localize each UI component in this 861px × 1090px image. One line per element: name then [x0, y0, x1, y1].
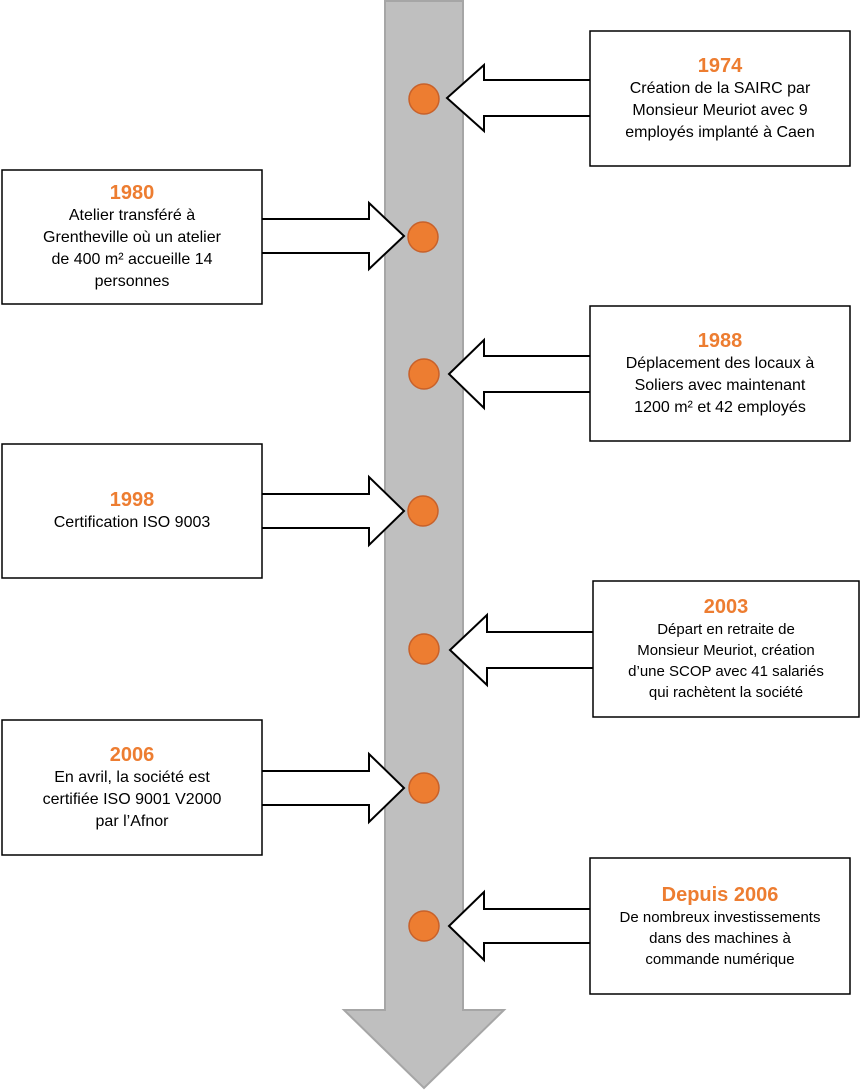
connector-arrow-1998 — [262, 474, 406, 548]
event-box-2006 — [1, 719, 263, 856]
event-description: Création de la SAIRC par Monsieur Meurio… — [625, 79, 815, 141]
event-1980: 1980 Atelier transféré à Grentheville où… — [2, 170, 262, 304]
event-year: Depuis 2006 — [661, 883, 779, 906]
connector-arrow-1980 — [262, 200, 406, 272]
event-year: 1988 — [697, 329, 743, 352]
event-description: Atelier transféré à Grentheville où un a… — [43, 207, 221, 290]
event-year: 2006 — [109, 743, 155, 766]
event-year: 1980 — [109, 182, 155, 204]
connector-arrow-depuis-2006 — [447, 889, 590, 963]
connector-arrow-2003 — [448, 612, 593, 688]
event-description: En avril, la société est certifiée ISO 9… — [42, 768, 222, 830]
timeline-dot-1988 — [408, 358, 440, 390]
event-description: Départ en retraite de Monsieur Meuriot, … — [628, 621, 824, 701]
connector-arrow-2006 — [262, 751, 406, 825]
timeline-dot-depuis-2006 — [408, 910, 440, 942]
event-box-1980 — [1, 169, 263, 305]
event-1988: 1988 Déplacement des locaux à Soliers av… — [590, 306, 850, 441]
timeline-dot-1980 — [407, 221, 439, 253]
timeline-dot-1998 — [407, 495, 439, 527]
event-description: Déplacement des locaux à Soliers avec ma… — [625, 354, 815, 416]
event-description: De nombreux investissements dans des mac… — [619, 908, 821, 968]
connector-arrow-1988 — [447, 337, 590, 411]
event-year: 2003 — [703, 596, 749, 618]
event-2003: 2003 Départ en retraite de Monsieur Meur… — [593, 581, 859, 717]
connector-arrow-1974 — [445, 62, 590, 134]
event-year: 1974 — [697, 54, 743, 77]
event-box-2003 — [592, 580, 860, 718]
event-box-1974 — [589, 30, 851, 167]
timeline-axis-arrow — [341, 0, 507, 1090]
event-box-depuis-2006 — [589, 857, 851, 995]
event-description: Certification ISO 9003 — [53, 514, 211, 531]
event-1974: 1974 Création de la SAIRC par Monsieur M… — [590, 31, 850, 166]
timeline-dot-2006 — [408, 772, 440, 804]
event-box-1998 — [1, 443, 263, 579]
event-box-1988 — [589, 305, 851, 442]
event-2006: 2006 En avril, la société est certifiée … — [2, 720, 262, 855]
timeline-dot-1974 — [408, 83, 440, 115]
event-year: 1998 — [109, 489, 155, 511]
event-1998: 1998 Certification ISO 9003 — [2, 444, 262, 578]
event-depuis-2006: Depuis 2006 De nombreux investissements … — [590, 858, 850, 994]
timeline-dot-2003 — [408, 633, 440, 665]
